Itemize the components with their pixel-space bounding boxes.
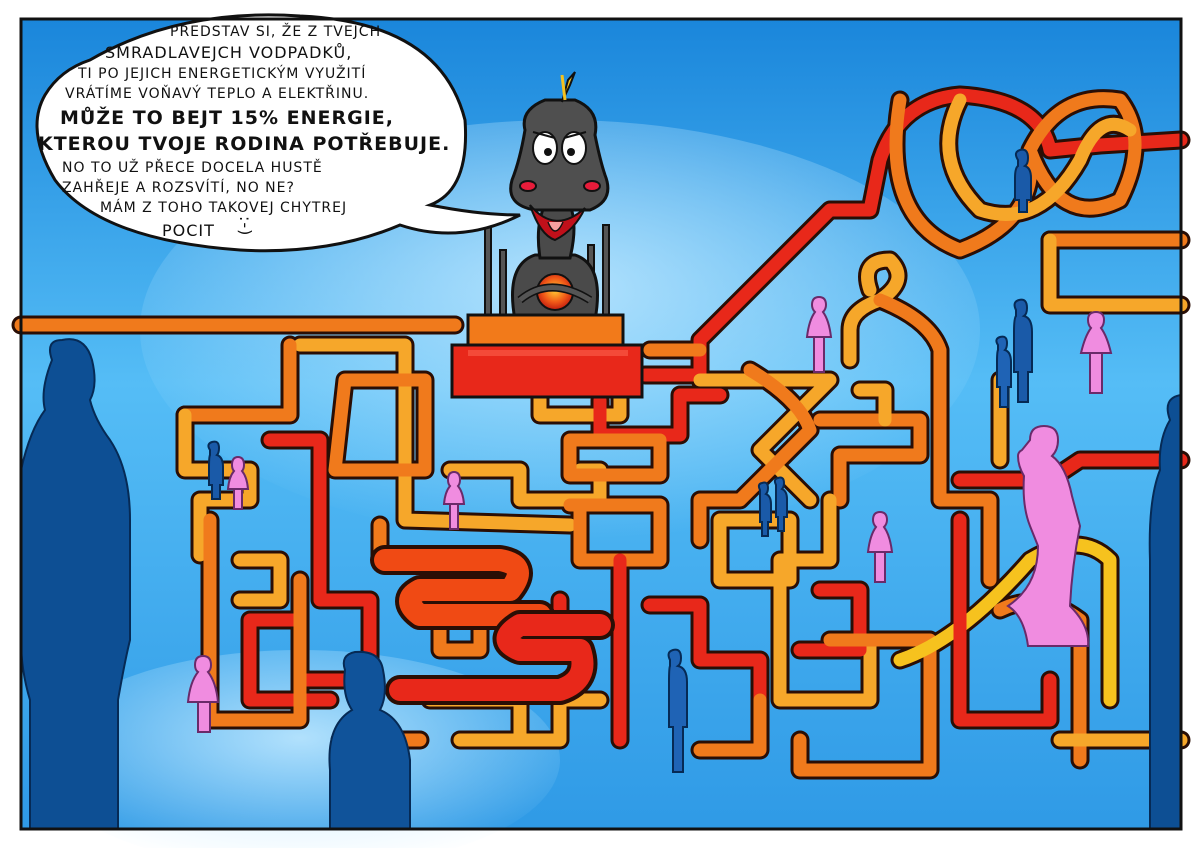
speech-bubble [35,13,521,253]
person-pink [805,295,833,373]
speech-line: Mám z toho takovej chytrej [100,199,347,216]
speech-line: pocit [162,221,215,240]
person-small [773,476,788,532]
person-small [207,440,224,500]
speech-text: Představ si, že z tvejch smradlavejch vo… [38,22,450,240]
person-pink [442,470,466,530]
eye [561,131,587,165]
panel-border [19,17,1183,831]
person-small [667,648,688,773]
speech-line: vrátíme voňavý teplo a elektřinu. [65,85,369,102]
person-silhouette [20,338,131,830]
person-silhouette [1148,393,1182,830]
smiley-icon: :-) [236,216,255,236]
speech-line: ti po jejich energetickým využití [77,64,366,82]
speech-line: kterou tvoje rodina potřebuje. [38,132,450,155]
speech-line: No to už přece docela hustě [62,158,323,176]
machine-top-tier [466,313,625,349]
speech-line: zahřeje a rozsvítí, no ne? [62,179,295,196]
person-pink [226,455,250,510]
person-pink [1079,310,1113,394]
energy-plant [450,71,644,399]
person-silhouette [328,650,411,830]
person-small [1013,298,1033,403]
people [20,148,1182,830]
speech-line: Může to bejt 15% energie, [60,105,394,129]
mascot-character [509,71,610,322]
person-small [995,335,1012,408]
person-small [757,481,772,537]
eye [532,131,558,165]
person-small [1014,148,1032,213]
person-pink [1006,424,1090,647]
person-pink [186,654,220,733]
person-pink [866,510,894,583]
speech-line: Představ si, že z tvejch [170,22,381,40]
speech-line: smradlavejch vodpadků, [105,43,352,62]
